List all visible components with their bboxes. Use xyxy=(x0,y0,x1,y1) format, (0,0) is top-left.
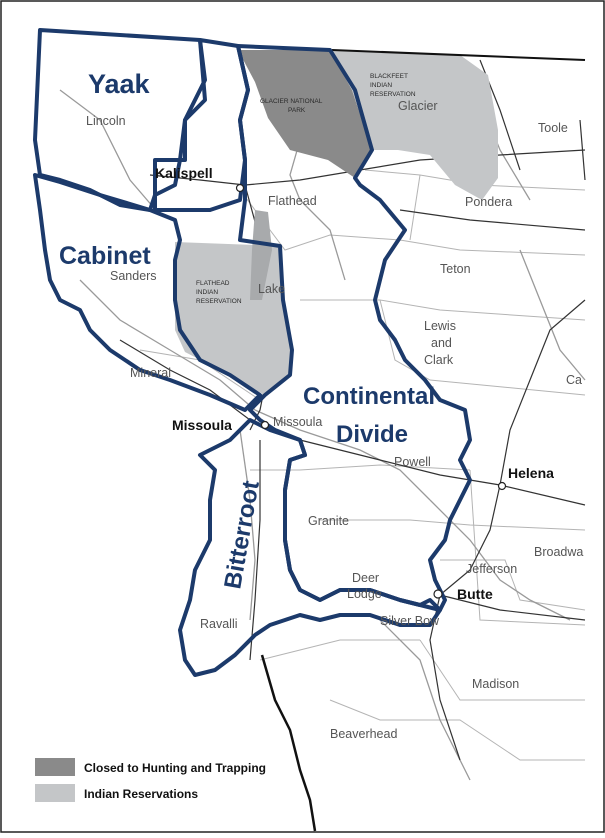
label-glacier-np-2: PARK xyxy=(288,107,306,114)
legend: Closed to Hunting and Trapping Indian Re… xyxy=(35,758,266,802)
county-glacier: Glacier xyxy=(398,99,438,113)
rivers xyxy=(59,59,586,781)
county-lodge: Lodge xyxy=(347,587,382,601)
county-teton: Teton xyxy=(440,262,471,276)
label-blackfeet-2: INDIAN xyxy=(370,82,392,89)
county-cascade: Ca xyxy=(566,373,582,387)
legend-swatch-reservation xyxy=(35,784,75,802)
state-boundary xyxy=(260,654,317,832)
county-jefferson: Jefferson xyxy=(466,562,517,576)
legend-label-reservation: Indian Reservations xyxy=(84,787,198,801)
label-flathead-res-2: INDIAN xyxy=(196,289,218,296)
city-butte: Butte xyxy=(457,586,493,602)
county-deer: Deer xyxy=(352,571,379,585)
bitterroot-unit-border xyxy=(178,418,442,677)
county-sanders: Sanders xyxy=(110,269,157,283)
canada-border xyxy=(331,49,586,61)
county-powell: Powell xyxy=(394,455,431,469)
city-kalispell: Kalispell xyxy=(155,165,213,181)
city-markers xyxy=(235,183,507,599)
county-granite: Granite xyxy=(308,514,349,528)
unit-boundaries xyxy=(33,28,472,677)
flathead-lake-strip xyxy=(250,210,272,300)
label-flathead-res-1: FLATHEAD xyxy=(196,280,230,287)
legend-swatch-closed xyxy=(35,758,75,776)
county-toole: Toole xyxy=(538,121,568,135)
legend-label-closed: Closed to Hunting and Trapping xyxy=(84,761,266,775)
county-lake: Lake xyxy=(258,282,285,296)
cabinet-unit-border xyxy=(33,173,262,412)
label-blackfeet-3: RESERVATION xyxy=(370,91,416,98)
county-ravalli: Ravalli xyxy=(200,617,238,631)
kalispell-marker xyxy=(235,183,245,193)
label-glacier-np-1: GLACIER NATIONAL xyxy=(260,98,323,105)
county-missoula: Missoula xyxy=(273,415,322,429)
county-lewis-and: and xyxy=(431,336,452,350)
region-divide: Divide xyxy=(336,421,408,448)
county-lincoln: Lincoln xyxy=(86,114,126,128)
helena-marker xyxy=(497,481,507,491)
city-helena: Helena xyxy=(508,465,554,481)
county-boundaries xyxy=(139,169,586,761)
region-cabinet: Cabinet xyxy=(59,242,151,270)
county-broadwater: Broadwa xyxy=(534,545,583,559)
butte-marker xyxy=(433,589,443,599)
county-beaverhead: Beaverhead xyxy=(330,727,397,741)
county-silver-bow: Silver Bow xyxy=(380,614,440,628)
glacier-national-park-area xyxy=(238,50,372,178)
region-yaak: Yaak xyxy=(88,69,151,99)
missoula-marker xyxy=(260,420,270,430)
region-continental: Continental xyxy=(303,383,435,410)
county-lewis-clark: Clark xyxy=(424,353,454,367)
county-lewis: Lewis xyxy=(424,319,456,333)
city-missoula: Missoula xyxy=(172,417,232,433)
blackfeet-reservation-area xyxy=(332,50,498,200)
county-mineral: Mineral xyxy=(130,366,171,380)
county-madison: Madison xyxy=(472,677,519,691)
county-flathead: Flathead xyxy=(268,194,317,208)
label-flathead-res-3: RESERVATION xyxy=(196,298,242,305)
label-blackfeet-1: BLACKFEET xyxy=(370,73,408,80)
flathead-unit-border xyxy=(236,44,472,612)
county-pondera: Pondera xyxy=(465,195,512,209)
